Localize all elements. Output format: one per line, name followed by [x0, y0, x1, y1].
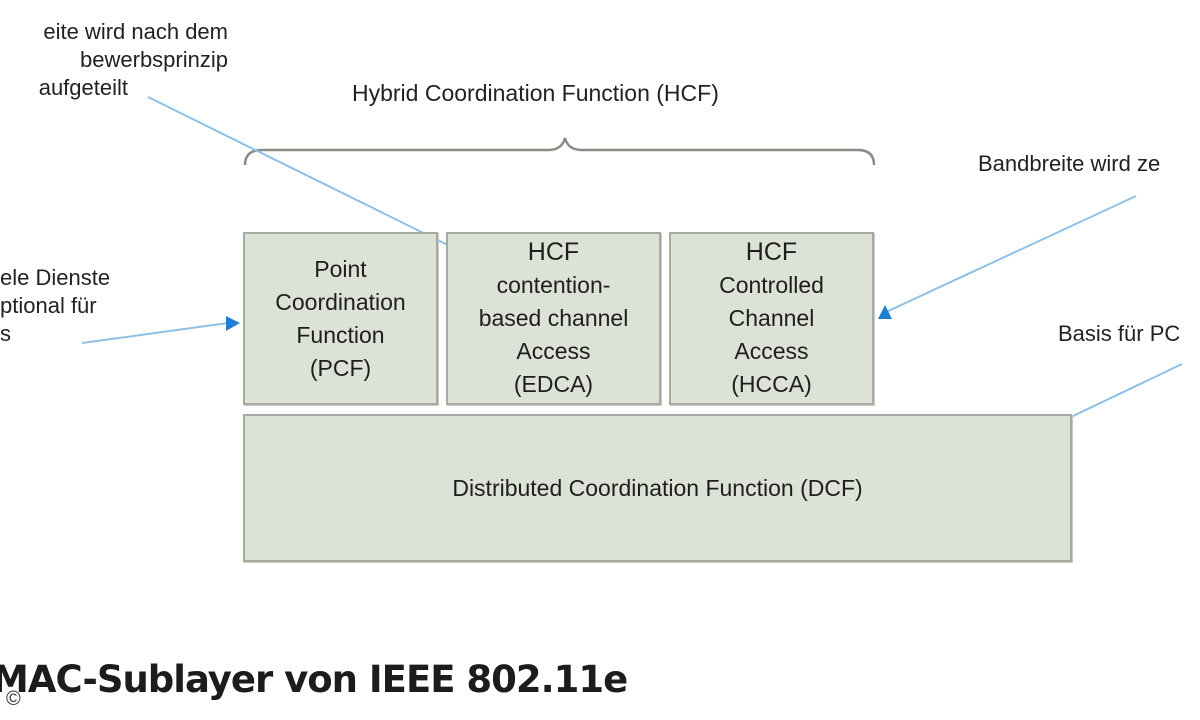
box-hcca-line-2: Controlled [719, 272, 824, 298]
annotation-top-left: eite wird nach dem bewerbsprinzip aufget… [0, 18, 228, 102]
annotation-top-left-line-3: aufgeteilt [38, 75, 128, 100]
arrowhead-pcf [226, 316, 240, 331]
box-pcf-line-4: (PCF) [309, 354, 372, 381]
box-edca-line-5: (EDCA) [513, 371, 594, 397]
box-edca-line-3: based channel [478, 305, 629, 331]
box-hcca-line-4: Access [734, 338, 809, 364]
box-hcca-line-5: (HCCA) [731, 371, 812, 397]
box-dcf: Distributed Coordination Function (DCF) [243, 414, 1072, 562]
arrow-line-edca [147, 96, 471, 257]
box-pcf-line-1: Point [314, 255, 367, 282]
box-pcf: Point Coordination Function (PCF) [243, 232, 438, 405]
hcf-brace [243, 137, 876, 166]
annotation-mid-left-line-1: ele Dienste [0, 265, 111, 290]
box-pcf-text: Point Coordination Function (PCF) [275, 253, 405, 385]
annotation-mid-left-line-2: ptional für [0, 293, 97, 318]
box-edca-line-1: HCF [527, 238, 580, 266]
annotation-right-mid: Basis für PC [1058, 321, 1181, 346]
annotation-top-left-line-2: bewerbsprinzip [80, 47, 228, 72]
arrowhead-hcca [878, 305, 892, 319]
copyright-symbol: © [6, 688, 21, 710]
box-dcf-text: Distributed Coordination Function (DCF) [452, 474, 863, 501]
box-edca: HCF contention- based channel Access (ED… [446, 232, 661, 405]
figure-caption: MAC-Sublayer von IEEE 802.11e [0, 658, 628, 701]
annotation-mid-left: ele Dienste ptional für s [0, 264, 110, 348]
box-edca-line-2: contention- [496, 272, 611, 298]
box-hcca-line-1: HCF [745, 238, 798, 266]
box-edca-line-4: Access [516, 338, 591, 364]
box-pcf-line-3: Function [296, 321, 385, 348]
annotation-top-left-line-1: eite wird nach dem [43, 19, 228, 44]
arrow-line-pcf [81, 322, 229, 344]
box-hcca-line-3: Channel [728, 305, 815, 331]
arrow-line-hcca [885, 195, 1137, 313]
annotation-right-top: Bandbreite wird ze [978, 151, 1161, 176]
box-pcf-line-2: Coordination [275, 288, 406, 315]
hcf-label: Hybrid Coordination Function (HCF) [352, 80, 719, 106]
box-hcca-text: HCF Controlled Channel Access (HCCA) [719, 236, 824, 401]
box-hcca: HCF Controlled Channel Access (HCCA) [669, 232, 874, 405]
box-edca-text: HCF contention- based channel Access (ED… [479, 236, 629, 401]
annotation-mid-left-line-3: s [0, 321, 11, 346]
